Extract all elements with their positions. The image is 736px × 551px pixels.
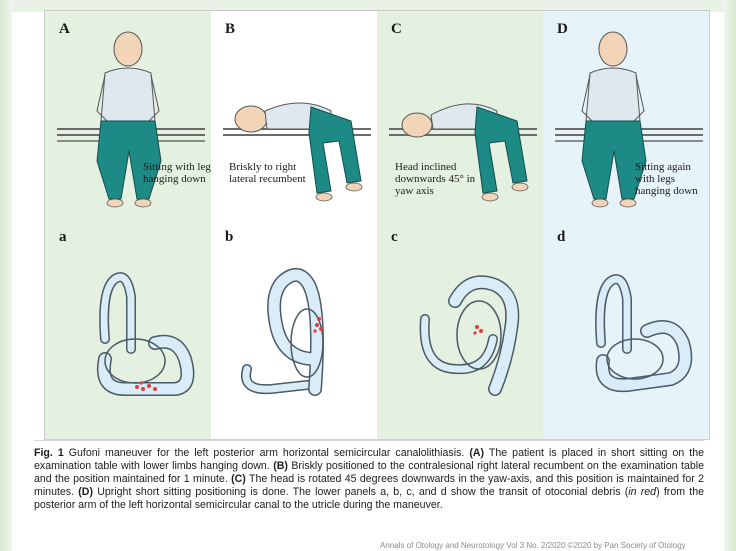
- panel-B-lateral-recumbent: B Briskly to right lateral recumbent: [211, 11, 378, 220]
- caption-sitting: Sitting with legs hanging down: [143, 161, 212, 185]
- page-footer: Annals of Otology and Neurotology Vol 3 …: [380, 541, 686, 550]
- canal-diagram-c: [377, 219, 543, 439]
- canal-diagram-a: [45, 219, 211, 439]
- recumbent-figure-illustration: [211, 11, 377, 219]
- canal-diagram-d: [543, 219, 709, 439]
- panel-b-canal: b: [211, 219, 378, 440]
- caption-D-text: Upright short sitting positioning is don…: [93, 486, 628, 498]
- panel-d-canal: d: [543, 219, 710, 440]
- panel-D-sitting-again: D Sitting again with legs hanging down: [543, 11, 710, 220]
- panel-c-canal: c: [377, 219, 544, 440]
- caption-red-emphasis: in red: [628, 486, 656, 498]
- caption-divider: [34, 440, 704, 441]
- caption-C-label: (C): [231, 473, 246, 485]
- figure-caption: Fig. 1 Gufoni maneuver for the left post…: [34, 447, 704, 512]
- page-left-border: [0, 0, 12, 551]
- caption-B-label: (B): [273, 460, 288, 472]
- figure-panel-grid: A: [44, 10, 710, 440]
- caption-sitting-again: Sitting again with legs hanging down: [635, 161, 707, 197]
- caption-intro: Gufoni maneuver for the left posterior a…: [64, 447, 470, 459]
- caption-figure-label: Fig. 1: [34, 447, 64, 459]
- caption-head-inclined: Head inclined downwards 45° in yaw axis: [395, 161, 485, 197]
- caption-lateral-recumbent: Briskly to right lateral recumbent: [229, 161, 309, 185]
- page-right-border: [724, 0, 736, 551]
- caption-D-label: (D): [78, 486, 93, 498]
- seated-figure-illustration: [45, 11, 211, 219]
- caption-A-label: (A): [469, 447, 484, 459]
- panel-C-head-inclined: C Head inclined downwards 45° in yaw axi…: [377, 11, 544, 220]
- canal-diagram-b: [211, 219, 377, 439]
- panel-A-sitting: A: [45, 11, 212, 220]
- panel-a-canal: a: [45, 219, 212, 440]
